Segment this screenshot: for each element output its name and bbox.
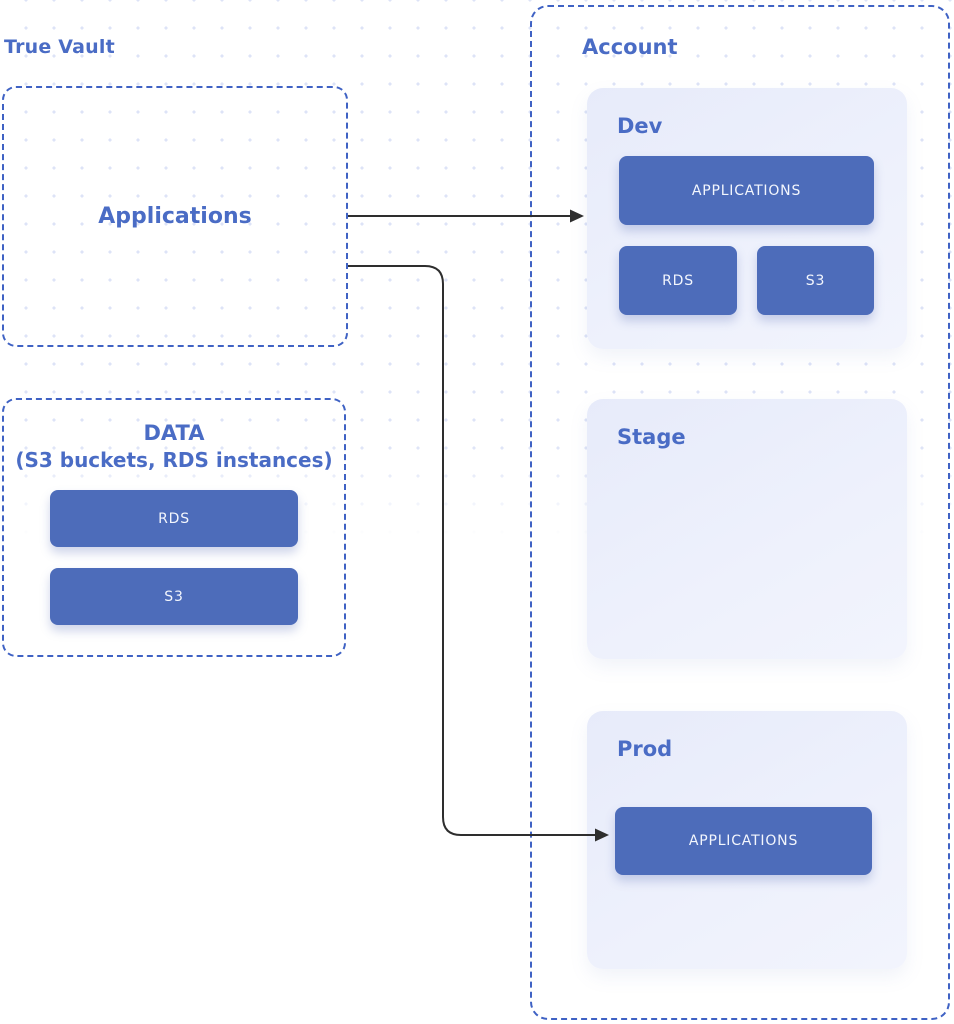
prod-title: Prod [617,737,673,761]
true-vault-applications-box: Applications [2,86,348,347]
data-box-node-stack: RDS S3 [4,490,344,625]
data-box-subtitle: (S3 buckets, RDS instances) [15,448,333,472]
true-vault-applications-label: Applications [98,204,252,229]
true-vault-data-box: DATA (S3 buckets, RDS instances) RDS S3 [2,398,346,657]
dev-rds-node: RDS [619,246,737,315]
stage-environment-panel: Stage [587,399,907,659]
dev-title: Dev [617,114,663,138]
dev-applications-node: APPLICATIONS [619,156,874,225]
account-container: Account Dev APPLICATIONS RDS S3 Stage Pr… [530,5,950,1020]
dev-environment-panel: Dev APPLICATIONS RDS S3 [587,88,907,349]
stage-title: Stage [617,425,686,449]
prod-environment-panel: Prod APPLICATIONS [587,711,907,969]
data-box-title: DATA [143,421,205,445]
data-s3-node: S3 [50,568,298,625]
dev-s3-node: S3 [757,246,874,315]
account-title: Account [582,35,678,59]
true-vault-title: True Vault [4,36,115,58]
prod-applications-node: APPLICATIONS [615,807,872,875]
data-rds-node: RDS [50,490,298,547]
